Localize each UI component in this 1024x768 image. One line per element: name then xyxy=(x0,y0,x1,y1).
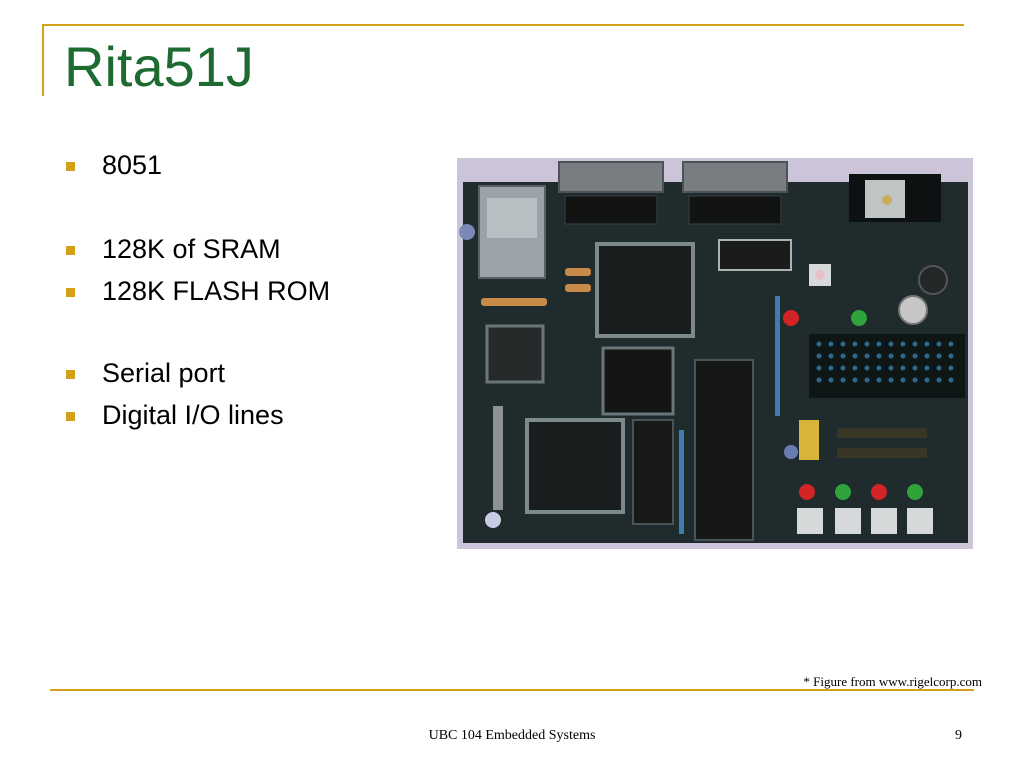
slide-footer: UBC 104 Embedded Systems xyxy=(428,728,596,743)
led-icon xyxy=(799,484,815,500)
bullet-text: Serial port xyxy=(102,358,226,388)
circuit-board-photo xyxy=(457,158,973,549)
circuit-board-illustration xyxy=(459,161,968,543)
push-button-icon xyxy=(907,508,933,534)
led-icon xyxy=(783,310,799,326)
chip-icon xyxy=(525,418,625,514)
chip-icon xyxy=(694,359,754,541)
square-bullet-icon xyxy=(66,412,75,421)
bullet-text: 8051 xyxy=(102,150,163,180)
push-button-icon xyxy=(871,508,897,534)
serial-port-icon xyxy=(682,161,788,193)
bottom-rule xyxy=(50,689,974,691)
bullet-text: 128K of SRAM xyxy=(102,234,281,264)
top-rule xyxy=(42,24,964,26)
push-button-icon xyxy=(835,508,861,534)
page-number: 9 xyxy=(955,728,962,743)
serial-port-icon xyxy=(558,161,664,193)
left-rule xyxy=(42,24,44,96)
square-bullet-icon xyxy=(66,288,75,297)
square-bullet-icon xyxy=(66,370,75,379)
led-icon xyxy=(835,484,851,500)
slide-title: Rita51J xyxy=(64,35,254,98)
square-bullet-icon xyxy=(66,246,75,255)
bullet-text: 128K FLASH ROM xyxy=(102,276,331,306)
chip-icon xyxy=(595,242,695,338)
led-icon xyxy=(907,484,923,500)
led-icon xyxy=(851,310,867,326)
push-button-icon xyxy=(797,508,823,534)
chip-icon xyxy=(601,346,675,416)
led-icon xyxy=(871,484,887,500)
bullet-text: Digital I/O lines xyxy=(102,400,284,430)
square-bullet-icon xyxy=(66,162,75,171)
figure-source-note: * Figure from www.rigelcorp.com xyxy=(803,674,982,689)
